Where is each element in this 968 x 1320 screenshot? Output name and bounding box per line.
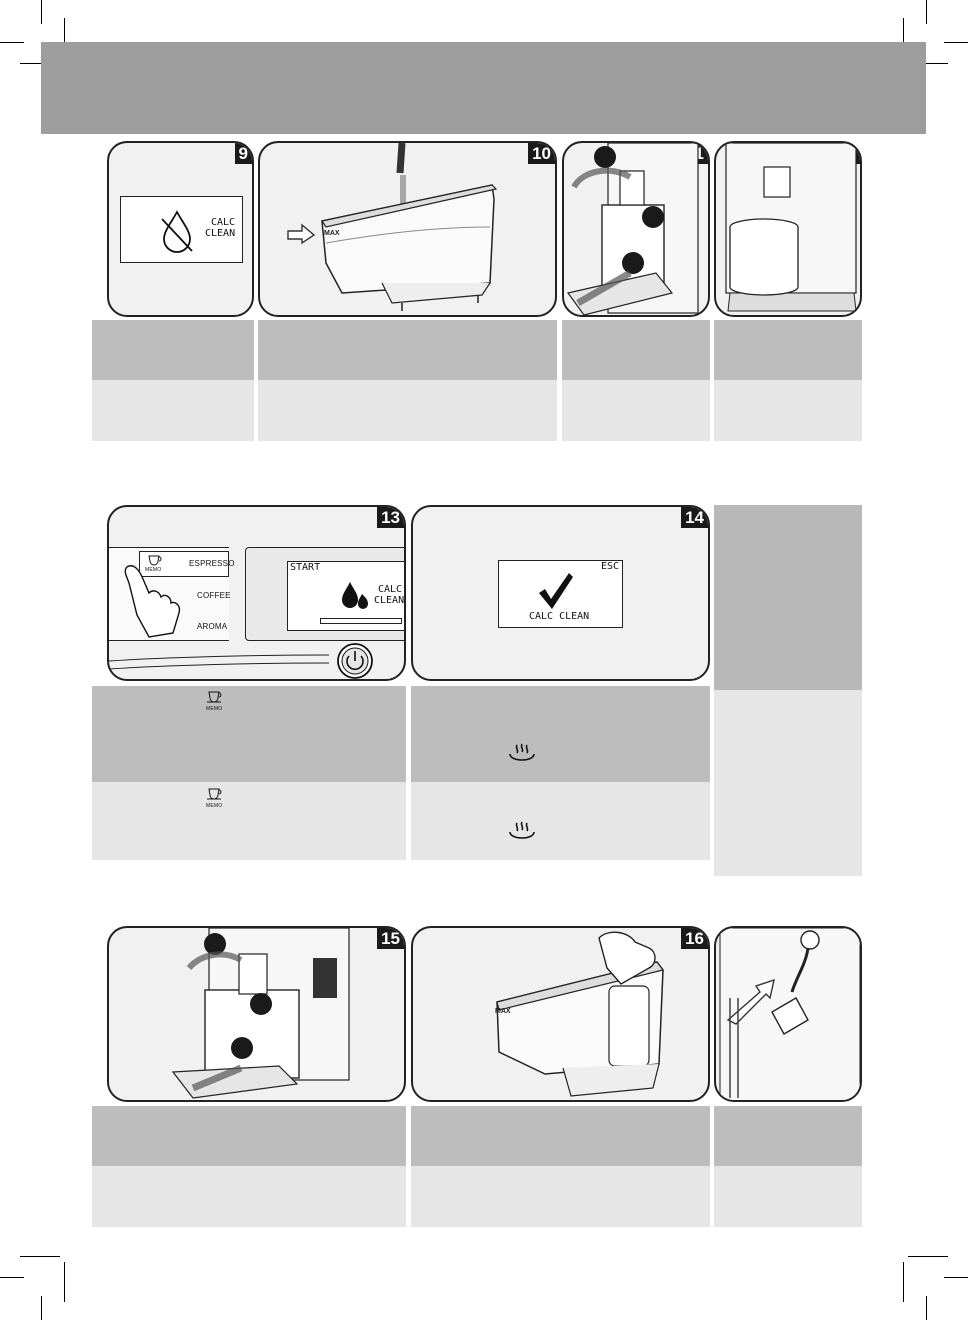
crop-mark bbox=[0, 1277, 24, 1278]
crop-mark bbox=[903, 18, 904, 58]
machine-display: ESC CALC CLEAN bbox=[498, 560, 623, 628]
step-17-text-secondary bbox=[714, 1166, 862, 1227]
display-title: START bbox=[290, 562, 321, 573]
step-number: 9 bbox=[234, 143, 252, 164]
step-11-panel: 11 bbox=[562, 141, 710, 317]
step-17-panel: 17 bbox=[714, 926, 862, 1102]
memo-label: MEMO bbox=[145, 567, 162, 573]
step-9-text-primary bbox=[92, 320, 254, 380]
step-13-text-primary bbox=[92, 686, 406, 782]
step-15-text-secondary bbox=[92, 1166, 406, 1227]
step-12-text-primary bbox=[714, 320, 862, 380]
step-number: 10 bbox=[528, 143, 555, 164]
water-drop-icon bbox=[342, 582, 368, 609]
coffee-label: COFFEE bbox=[197, 591, 231, 600]
crop-mark bbox=[0, 42, 24, 43]
crop-mark bbox=[41, 1296, 42, 1320]
espresso-label: ESPRESSO bbox=[189, 559, 235, 568]
step-number: 14 bbox=[681, 507, 708, 528]
crop-mark bbox=[41, 0, 42, 24]
step-12-panel: 12 bbox=[714, 141, 862, 317]
step-11-text-primary bbox=[562, 320, 710, 380]
espresso-button[interactable] bbox=[139, 551, 229, 577]
step-16-panel: 16 MAX bbox=[411, 926, 710, 1102]
step-10-text-secondary bbox=[258, 380, 557, 441]
tank-max-label: MAX bbox=[324, 230, 340, 237]
insert-filter-illustration bbox=[496, 931, 665, 1097]
checkmark-icon bbox=[539, 573, 573, 609]
crop-mark bbox=[903, 1262, 904, 1302]
tank-max-label: MAX bbox=[495, 1008, 511, 1015]
crop-mark bbox=[944, 1277, 968, 1278]
progress-bar bbox=[320, 618, 402, 624]
header-band bbox=[41, 42, 926, 134]
display-line-2: CLEAN bbox=[374, 595, 405, 606]
crop-mark bbox=[926, 1296, 927, 1320]
memo-label: MEMO bbox=[206, 706, 223, 712]
remove-drip-tray-illustration bbox=[171, 928, 350, 1099]
display-line-2: CLEAN bbox=[205, 228, 236, 239]
machine-display: CALC CLEAN bbox=[120, 196, 243, 263]
step-13-panel: 13 MEMO ESPRESSO COFFEE AROMA START CALC… bbox=[107, 505, 406, 681]
step-9-text-secondary bbox=[92, 380, 254, 441]
aroma-label: AROMA bbox=[197, 622, 228, 631]
crop-mark bbox=[64, 1262, 65, 1302]
display-esc: ESC bbox=[600, 561, 619, 572]
step-13-text-secondary bbox=[92, 782, 406, 860]
crop-mark bbox=[944, 42, 968, 43]
step-11-text-secondary bbox=[562, 380, 710, 441]
step-14-panel: 14 ESC CALC CLEAN bbox=[411, 505, 710, 681]
memo-cup-icon bbox=[207, 788, 222, 800]
step-14-text-primary bbox=[411, 686, 710, 782]
step-17-text-primary bbox=[714, 1106, 862, 1166]
steam-icon bbox=[509, 821, 535, 839]
step-16-text-primary bbox=[411, 1106, 710, 1166]
step-15-text-primary bbox=[92, 1106, 406, 1166]
pressing-hand-icon bbox=[124, 565, 181, 638]
no-water-drop-icon bbox=[161, 210, 193, 253]
step-number: 13 bbox=[377, 507, 404, 528]
display-caption: CALC CLEAN bbox=[529, 611, 590, 622]
memo-cup-icon bbox=[207, 691, 222, 703]
crop-mark bbox=[20, 63, 60, 64]
crop-mark bbox=[908, 63, 948, 64]
step-number: 16 bbox=[681, 928, 708, 949]
power-button-icon[interactable] bbox=[335, 641, 375, 681]
steam-icon bbox=[509, 743, 535, 761]
crop-mark bbox=[908, 1256, 948, 1257]
memo-label: MEMO bbox=[206, 803, 223, 809]
machine-display: START CALC CLEAN bbox=[287, 561, 405, 631]
display-line-1: CALC bbox=[211, 217, 236, 228]
crop-mark bbox=[20, 1256, 60, 1257]
memo-cup-icon bbox=[148, 555, 162, 566]
panel-base-lines bbox=[109, 654, 330, 670]
step-14-text-secondary bbox=[411, 782, 710, 860]
step-16-text-secondary bbox=[411, 1166, 710, 1227]
crop-mark bbox=[64, 18, 65, 58]
step-number: 15 bbox=[377, 928, 404, 949]
attach-milk-frother-illustration bbox=[719, 928, 860, 1100]
step-9-panel: 9 CALC CLEAN bbox=[107, 141, 254, 317]
crop-mark bbox=[926, 0, 927, 24]
display-line-1: CALC bbox=[378, 584, 403, 595]
step-15-panel: 15 bbox=[107, 926, 406, 1102]
step-10-panel: 10 MAX bbox=[258, 141, 557, 317]
container-under-spout-illustration bbox=[725, 143, 857, 312]
side-note-primary bbox=[714, 505, 862, 690]
water-tank-filling-illustration bbox=[287, 143, 498, 311]
remove-drip-tray-illustration bbox=[566, 143, 699, 315]
step-12-text-secondary bbox=[714, 380, 862, 441]
step-10-text-primary bbox=[258, 320, 557, 380]
side-note-secondary bbox=[714, 690, 862, 876]
